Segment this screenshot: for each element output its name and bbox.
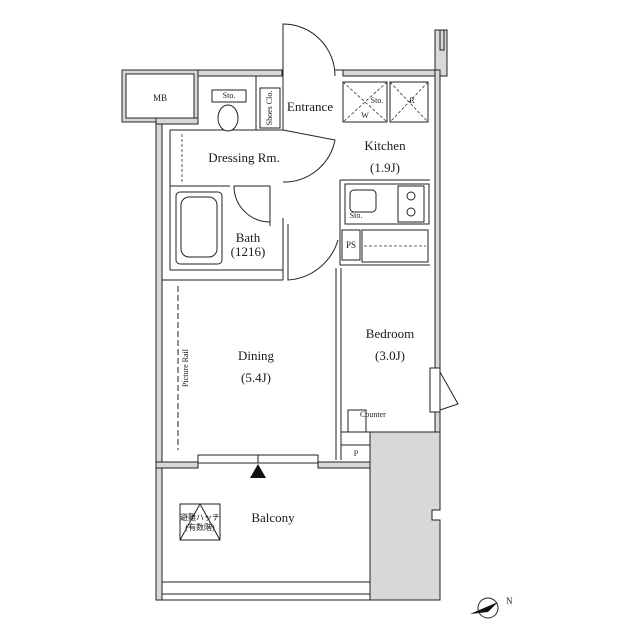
fixtures: [162, 81, 430, 583]
balcony-label: Balcony: [251, 510, 295, 525]
bedroom-size: (3.0J): [375, 348, 405, 363]
north-compass: N: [470, 596, 513, 619]
mb-label: MB: [153, 93, 167, 103]
dining-size: (5.4J): [241, 370, 271, 385]
bath-label: Bath: [236, 230, 261, 245]
doors: [197, 23, 459, 464]
p-label: P: [354, 449, 359, 458]
hatch-label-2: (有数階): [185, 522, 215, 532]
bedroom-label: Bedroom: [366, 326, 414, 341]
washer-label: W: [361, 111, 369, 120]
shoes-closet-label: Shoes Clo.: [265, 91, 274, 126]
dressing-label: Dressing Rm.: [208, 150, 280, 165]
entrance-label: Entrance: [287, 99, 333, 114]
kitchen-label: Kitchen: [364, 138, 406, 153]
walls: [121, 29, 448, 601]
picture-rail-label: Picture Rail: [181, 348, 190, 387]
north-label: N: [506, 596, 513, 606]
counter-label: Counter: [360, 410, 386, 419]
refrigerator-label: R: [409, 96, 415, 105]
partitions: [162, 76, 430, 460]
counter-storage-label: Sto.: [350, 211, 363, 220]
hatch-label-1: 避難ハッチ: [180, 512, 220, 522]
toilet-storage-label: Sto.: [223, 91, 236, 100]
kitchen-size: (1.9J): [370, 160, 400, 175]
bath-size: (1216): [231, 244, 266, 259]
dining-label: Dining: [238, 348, 275, 363]
labels: MB Entrance Kitchen (1.9J) Dressing Rm. …: [153, 91, 415, 532]
ps-label: PS: [346, 240, 356, 250]
kitchen-storage-label: Sto.: [371, 96, 384, 105]
